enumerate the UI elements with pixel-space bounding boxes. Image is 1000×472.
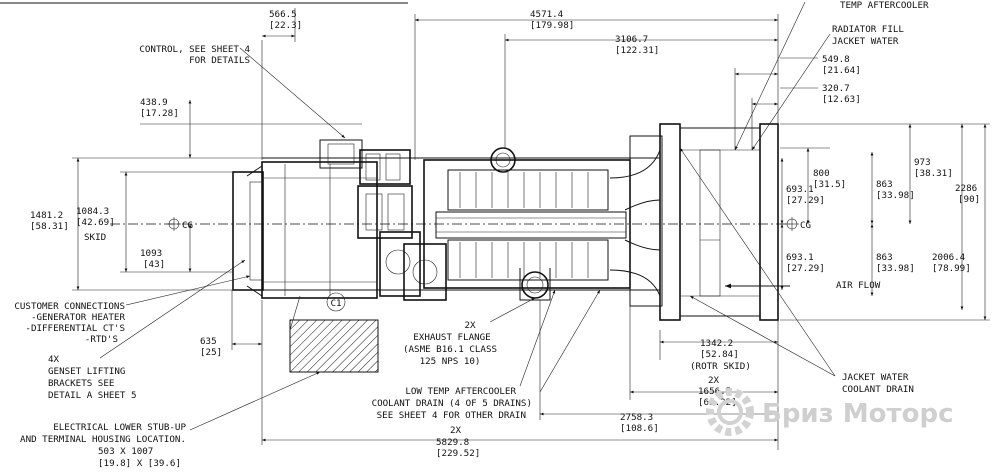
label-exhaust-1: 2X	[464, 320, 476, 331]
dim-3106-mm: 3106.7	[615, 34, 648, 45]
dim-438-mm: 438.9	[140, 97, 168, 108]
label-customer-2: -GENERATOR HEATER	[31, 312, 126, 323]
dim-1084-mm: 1084.3	[76, 206, 109, 217]
dim-1481-mm: 1481.2	[30, 210, 63, 221]
dim-2006-in: [78.99]	[932, 263, 971, 274]
dim-2286-mm: 2286	[955, 183, 977, 194]
dim-1084-note: SKID	[84, 232, 106, 243]
label-lowtemp-3: SEE SHEET 4 FOR OTHER DRAIN	[377, 410, 526, 421]
dim-693b-in: [27.29]	[786, 263, 825, 274]
svg-text:C1: C1	[330, 298, 341, 309]
dim-1656-mm: 1656.5	[698, 386, 731, 397]
callout-texts: TEMP AFTERCOOLER RADIATOR FILL JACKET WA…	[14, 0, 929, 469]
dim-549-in: [21.64]	[822, 65, 861, 76]
dim-2758-in: [108.6]	[620, 423, 659, 434]
dim-693a-in: [27.29]	[786, 195, 825, 206]
label-lifting-3: BRACKETS SEE	[48, 378, 114, 389]
label-lifting-4: DETAIL A SHEET 5	[48, 390, 137, 401]
svg-text:CG: CG	[182, 220, 193, 231]
dim-863b-mm: 863	[876, 252, 893, 263]
label-lifting-1: 4X	[48, 354, 60, 365]
label-radiator-fill-2: JACKET WATER	[832, 36, 899, 47]
dimension-texts: 566.5 [22.3] 4571.4 [179.98] 3106.7 [122…	[30, 9, 980, 459]
leader-lines	[99, 1, 836, 431]
label-lifting-2: GENSET LIFTING	[48, 366, 125, 377]
dim-566-mm: 566.5	[269, 9, 297, 20]
label-radiator-fill-1: RADIATOR FILL	[832, 24, 904, 35]
label-exhaust-4: 125 NPS 10)	[420, 356, 481, 367]
label-customer-4: -RTD'S	[85, 334, 118, 345]
label-exhaust-3: (ASME B16.1 CLASS	[403, 344, 497, 355]
label-customer-1: CUSTOMER CONNECTIONS	[14, 301, 125, 312]
label-exhaust-2: EXHAUST FLANGE	[413, 332, 490, 343]
dim-549-mm: 549.8	[822, 54, 850, 65]
dim-800-in: [31.5]	[813, 179, 846, 190]
label-lowtemp-1: LOW TEMP AFTERCOOLER	[405, 386, 516, 397]
dim-5829-mm: 5829.8	[436, 437, 469, 448]
dim-1093-mm: 1093	[140, 248, 162, 259]
dim-5829-in: [229.52]	[436, 448, 480, 459]
label-stubup-1: ELECTRICAL LOWER STUB-UP	[53, 422, 186, 433]
dim-1342-in: [52.84]	[700, 349, 739, 360]
dim-1656-in: [65.22]	[698, 397, 737, 408]
dim-800-mm: 800	[813, 168, 830, 179]
dim-1084-in: [42.69]	[76, 217, 115, 228]
dim-438-in: [17.28]	[140, 108, 179, 119]
gear-icon	[706, 388, 754, 436]
dim-1093-in: [43]	[143, 259, 165, 270]
dim-1656-prefix: 2X	[708, 375, 720, 386]
cg-symbol-left: CG	[167, 217, 193, 231]
label-stubup-4: [19.8] X [39.6]	[98, 458, 181, 469]
label-temp-aftercooler: TEMP AFTERCOOLER	[840, 0, 929, 11]
dimension-lines	[72, 8, 990, 450]
dim-693a-mm: 693.1	[786, 184, 814, 195]
watermark-text: Бриз Моторс	[762, 399, 954, 429]
dim-635-in: [25]	[200, 347, 222, 358]
label-lowtemp-2: COOLANT DRAIN (4 OF 5 DRAINS)	[372, 398, 532, 409]
cg-symbol-right: CG	[785, 217, 811, 231]
label-stubup-3: 503 X 1007	[98, 446, 153, 457]
label-control-2: FOR DETAILS	[189, 55, 250, 66]
label-jacket-drain-1: JACKET WATER	[842, 372, 909, 383]
label-control-1: CONTROL, SEE SHEET 4	[139, 44, 250, 55]
label-stubup-2: AND TERMINAL HOUSING LOCATION.	[20, 434, 186, 445]
dim-863a-in: [33.98]	[876, 190, 915, 201]
balloon-c1: C1	[326, 292, 346, 312]
dim-693b-mm: 693.1	[786, 252, 814, 263]
watermark-logo: Бриз Моторс	[706, 388, 954, 436]
dim-1342-mm: 1342.2	[700, 338, 733, 349]
dim-635-mm: 635	[200, 336, 217, 347]
dim-566-in: [22.3]	[269, 20, 302, 31]
dim-973-in: [38.31]	[914, 168, 953, 179]
dim-2286-in: [90]	[958, 194, 980, 205]
dim-2758-mm: 2758.3	[620, 412, 653, 423]
dim-863b-in: [33.98]	[876, 263, 915, 274]
dim-1342-note: (ROTR SKID)	[690, 361, 751, 372]
dim-320-in: [12.63]	[822, 94, 861, 105]
dim-2006-mm: 2006.4	[932, 252, 966, 263]
svg-text:CG: CG	[800, 220, 811, 231]
dim-320-mm: 320.7	[822, 83, 850, 94]
label-jacket-drain-2: COOLANT DRAIN	[842, 384, 914, 395]
label-air-flow: AIR FLOW	[836, 280, 881, 291]
dim-1481-in: [58.31]	[30, 221, 69, 232]
dim-3106-in: [122.31]	[615, 45, 659, 56]
dim-863a-mm: 863	[876, 179, 893, 190]
label-customer-3: -DIFFERENTIAL CT'S	[25, 323, 125, 334]
genset-outline	[232, 123, 779, 373]
dim-4571-in: [179.98]	[530, 20, 574, 31]
dim-5829-prefix: 2X	[450, 425, 462, 436]
dim-4571-mm: 4571.4	[530, 9, 564, 20]
dim-973-mm: 973	[914, 157, 931, 168]
